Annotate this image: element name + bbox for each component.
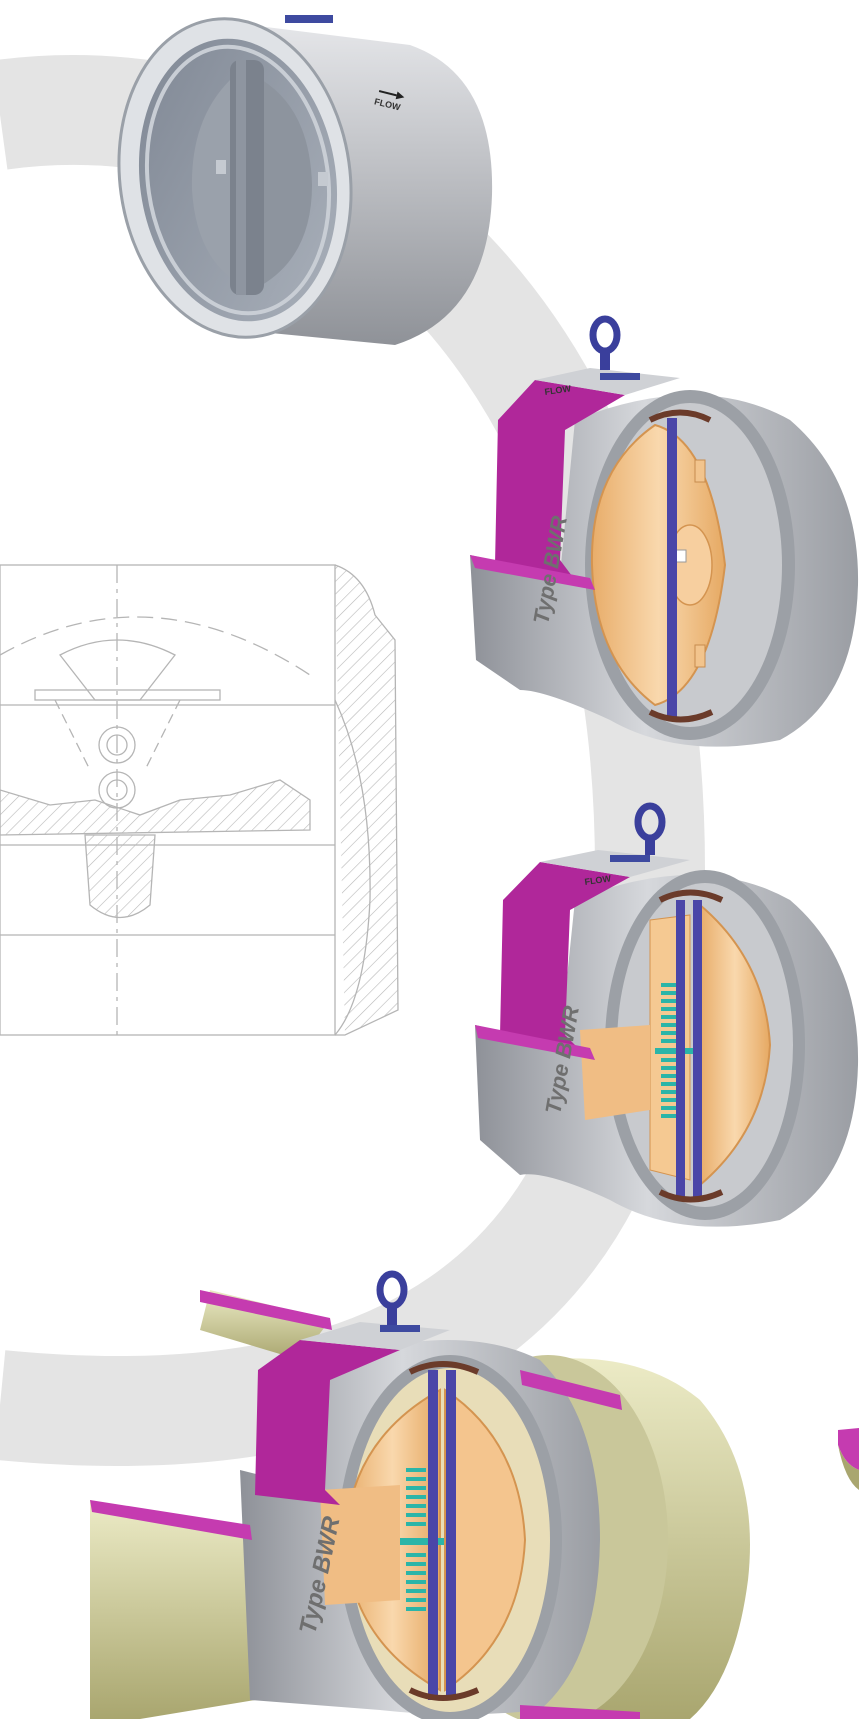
valve-body-closed (117, 15, 493, 345)
valve-cutaway-disc: FLOW Type BWR (470, 315, 859, 747)
pipe-edge-fragment (838, 1428, 859, 1470)
flow-label-disc: FLOW (544, 383, 572, 397)
valve-cutaway-spring: FLOW Type BWR (475, 802, 859, 1227)
technical-drawing (0, 564, 399, 1036)
torsion-spring-pipe (406, 1468, 426, 1611)
valve-cutaway-pipe: Type BWR (90, 1270, 750, 1719)
flow-label-spring: FLOW (584, 873, 612, 887)
